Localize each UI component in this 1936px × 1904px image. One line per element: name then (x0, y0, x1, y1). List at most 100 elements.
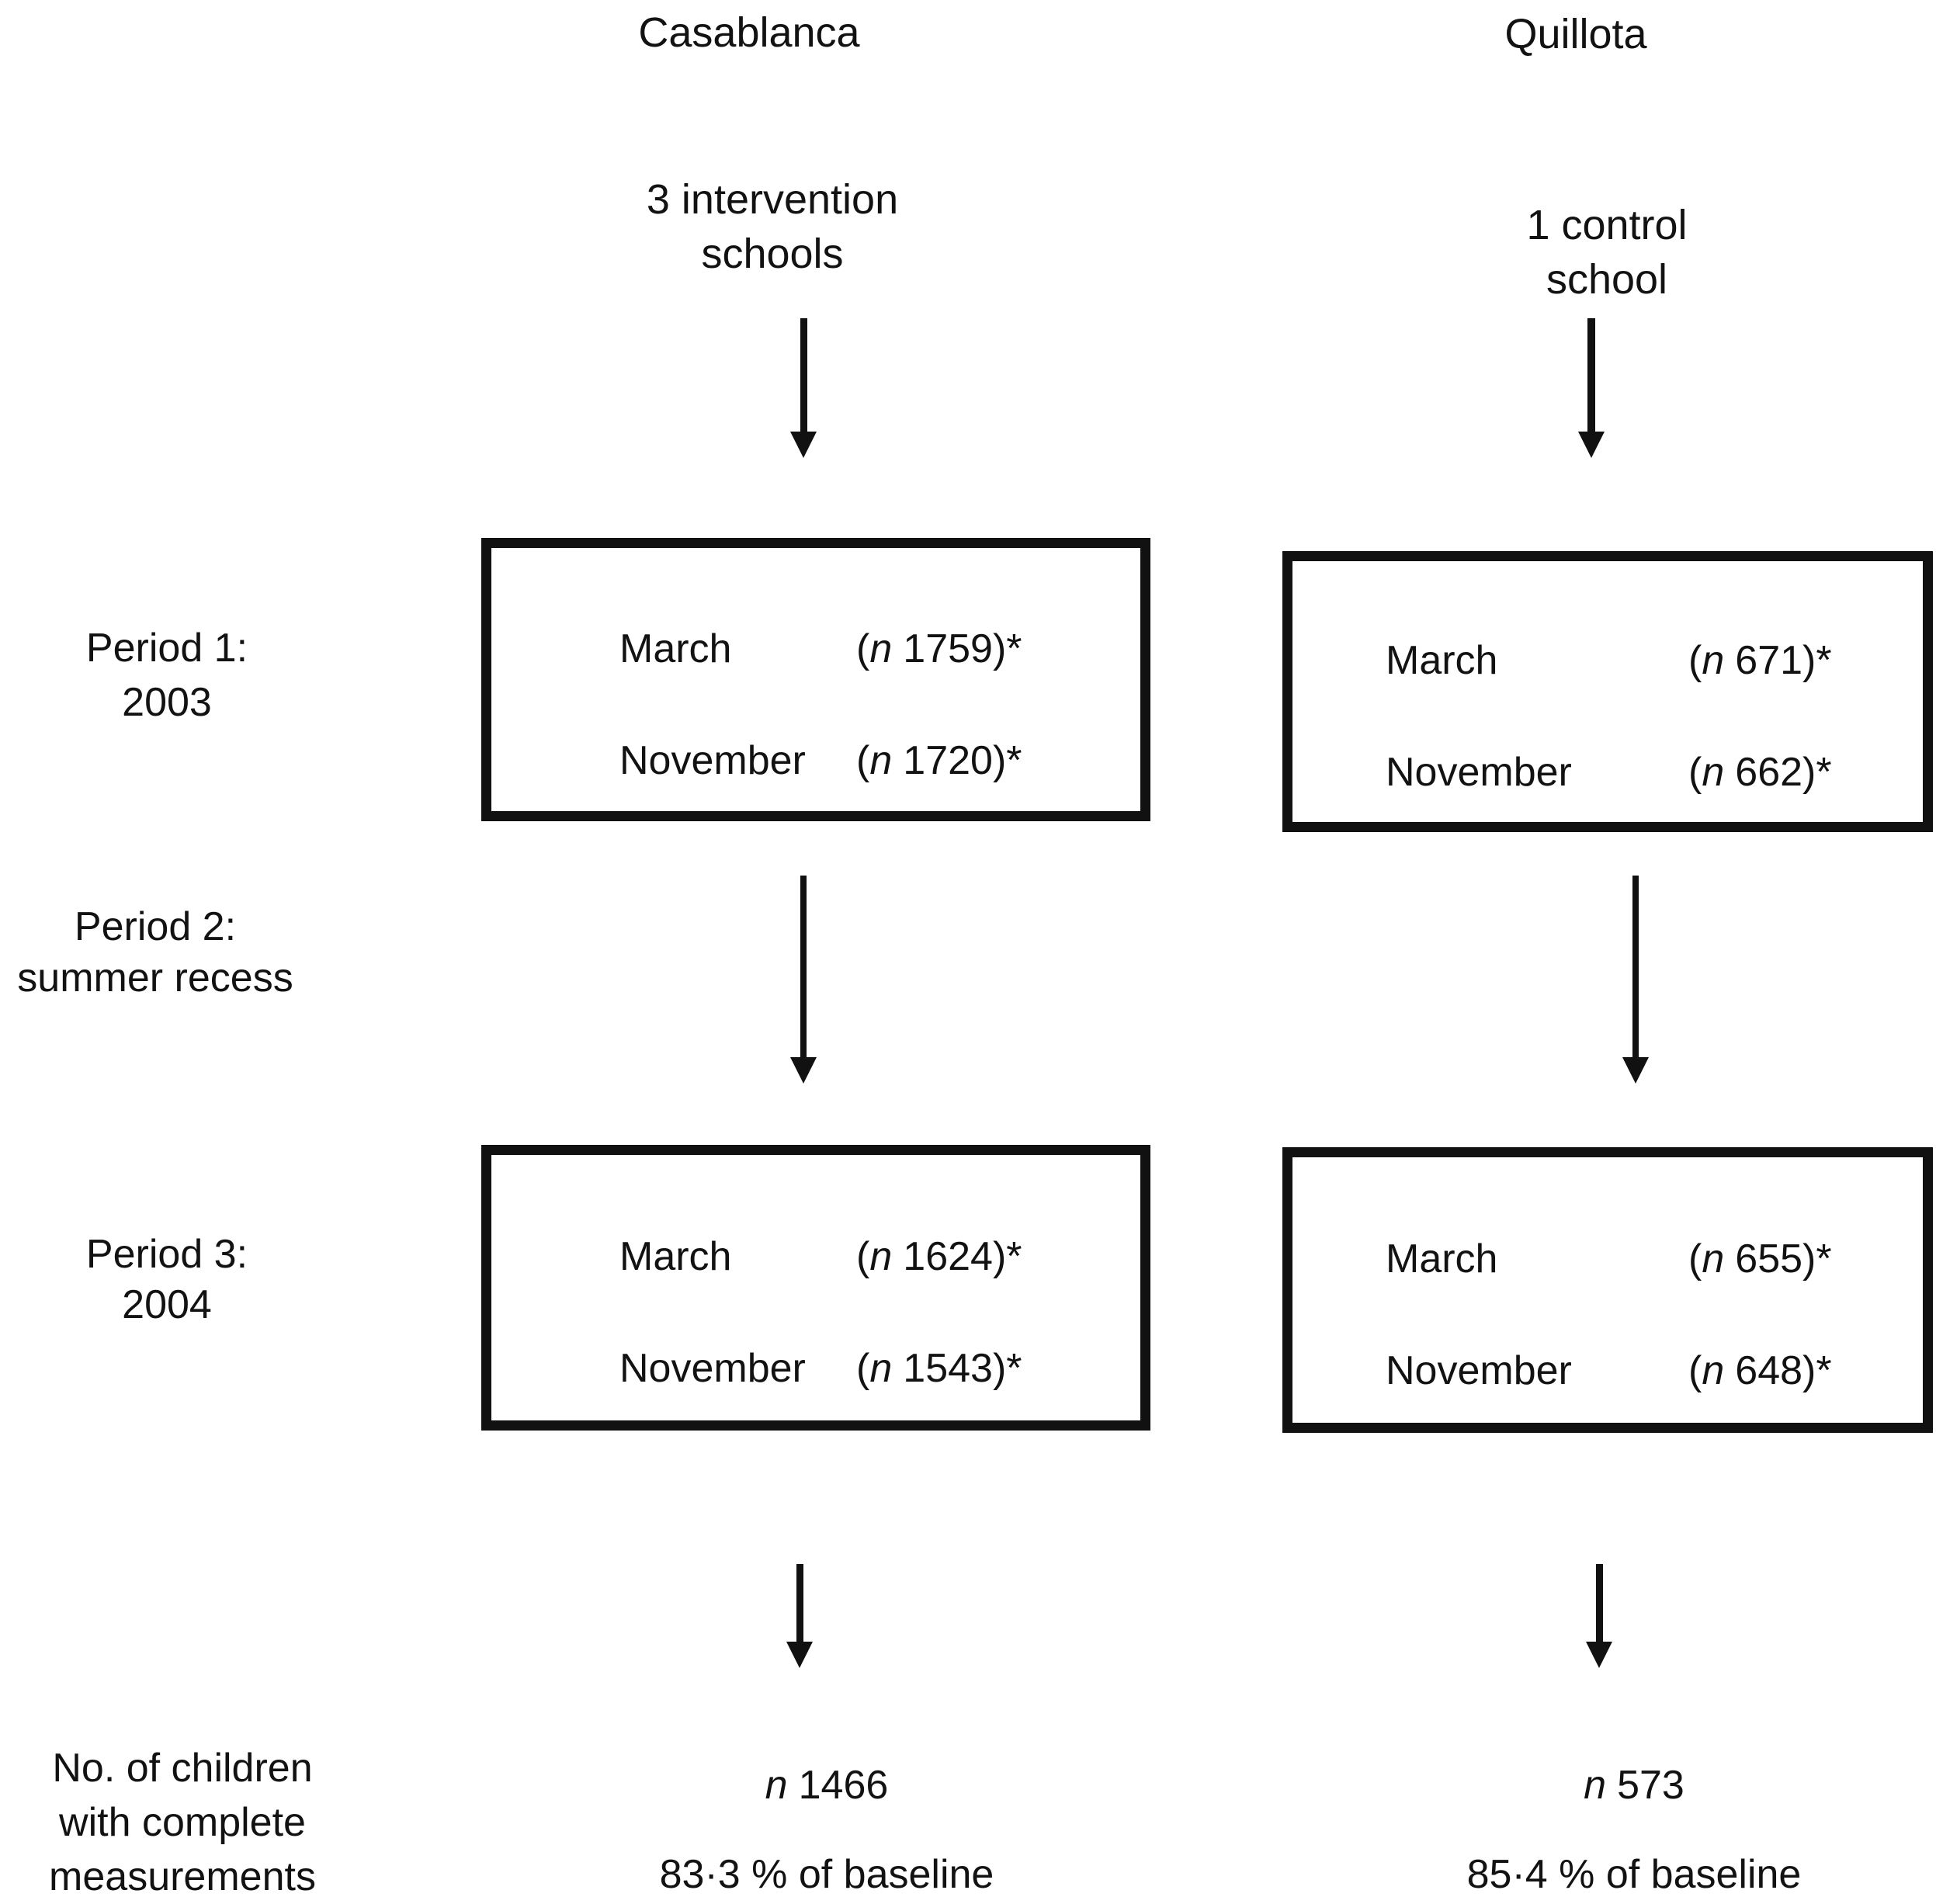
arrow-head (1586, 1642, 1612, 1668)
paren-close-asterisk: )* (1802, 1236, 1832, 1281)
paren-open: ( (856, 1234, 870, 1279)
n-symbol: n (869, 1346, 893, 1391)
flow-arrow-casablanca-2 (790, 876, 817, 1084)
row-label-line: Period 2: (74, 904, 237, 949)
paren-open: ( (856, 1346, 870, 1391)
flow-arrow-quillota-3 (1586, 1564, 1612, 1668)
column-subtitle-casablanca: 3 intervention schools (501, 172, 1044, 281)
row-label-line: Period 3: (85, 1232, 248, 1277)
n-symbol: n (1702, 750, 1725, 795)
arrow-shaft (1587, 318, 1595, 432)
month-label: November (619, 1346, 806, 1391)
flow-arrow-quillota-1 (1578, 318, 1605, 458)
month-label: March (619, 1234, 732, 1279)
paren-open: ( (1688, 638, 1702, 683)
month-label: November (619, 737, 806, 783)
count-value: 1466 (798, 1763, 889, 1808)
paren-close-asterisk: )* (992, 737, 1022, 783)
month-label: March (1386, 1236, 1498, 1281)
count-value: 1543 (903, 1346, 993, 1391)
row-label-line: summer recess (17, 955, 293, 1001)
arrow-head (790, 432, 817, 458)
subtitle-line: schools (701, 231, 844, 277)
arrow-shaft (1632, 876, 1639, 1057)
arrow-head (790, 1057, 817, 1084)
count-value: 671 (1735, 638, 1803, 683)
column-title-casablanca: Casablanca (638, 9, 860, 56)
subtitle-line: 3 intervention (646, 176, 899, 223)
subtitle-line: school (1546, 256, 1668, 303)
row-label-period3: Period 3: 2004 (0, 1229, 334, 1330)
n-symbol: n (869, 737, 893, 783)
paren-close-asterisk: )* (992, 626, 1022, 671)
final-percent-casablanca: 83·3 % of baseline (659, 1852, 994, 1897)
arrow-head (786, 1642, 813, 1668)
n-symbol: n (1702, 638, 1725, 683)
paren-close-asterisk: )* (1802, 750, 1832, 795)
arrow-shaft (800, 318, 807, 432)
n-symbol: n (869, 1234, 893, 1279)
row-label-period2: Period 2: summer recess (0, 901, 311, 1004)
row-label-line: 2003 (122, 680, 212, 725)
final-percent-quillota: 85·4 % of baseline (1466, 1852, 1802, 1897)
arrow-head (1622, 1057, 1649, 1084)
n-symbol: n (765, 1763, 788, 1808)
row-label-line: Period 1: (85, 626, 248, 671)
arrow-head (1578, 432, 1605, 458)
row-label-complete-measurements: No. of children with complete measuremen… (8, 1741, 357, 1904)
arrow-shaft (796, 1564, 803, 1642)
paren-open: ( (1688, 1236, 1702, 1281)
count-value: 1624 (903, 1234, 993, 1279)
month-label: November (1386, 750, 1572, 795)
row-label-line: No. of children (52, 1746, 313, 1791)
subtitle-line: 1 control (1526, 202, 1688, 248)
n-symbol: n (869, 626, 893, 671)
paren-open: ( (1688, 750, 1702, 795)
month-label: November (1386, 1348, 1572, 1393)
arrow-shaft (1595, 1564, 1603, 1642)
count-value: 1720 (903, 737, 993, 783)
paren-close-asterisk: )* (992, 1234, 1022, 1279)
paren-close-asterisk: )* (992, 1346, 1022, 1391)
column-subtitle-quillota: 1 control school (1335, 198, 1879, 307)
n-symbol: n (1702, 1236, 1725, 1281)
count-value: 662 (1735, 750, 1803, 795)
row-label-line: with complete (59, 1800, 306, 1845)
arrow-shaft (800, 876, 807, 1057)
column-title-quillota: Quillota (1504, 11, 1647, 57)
paren-open: ( (856, 626, 870, 671)
paren-open: ( (856, 737, 870, 783)
flow-arrow-quillota-2 (1622, 876, 1649, 1084)
count-value: 655 (1735, 1236, 1803, 1281)
row-label-line: 2004 (122, 1282, 212, 1327)
month-label: March (1386, 638, 1498, 683)
month-label: March (619, 626, 732, 671)
n-symbol: n (1702, 1348, 1725, 1393)
paren-close-asterisk: )* (1802, 638, 1832, 683)
count-value: 573 (1617, 1763, 1684, 1808)
count-value: 648 (1735, 1348, 1803, 1393)
n-symbol: n (1584, 1763, 1607, 1808)
paren-open: ( (1688, 1348, 1702, 1393)
